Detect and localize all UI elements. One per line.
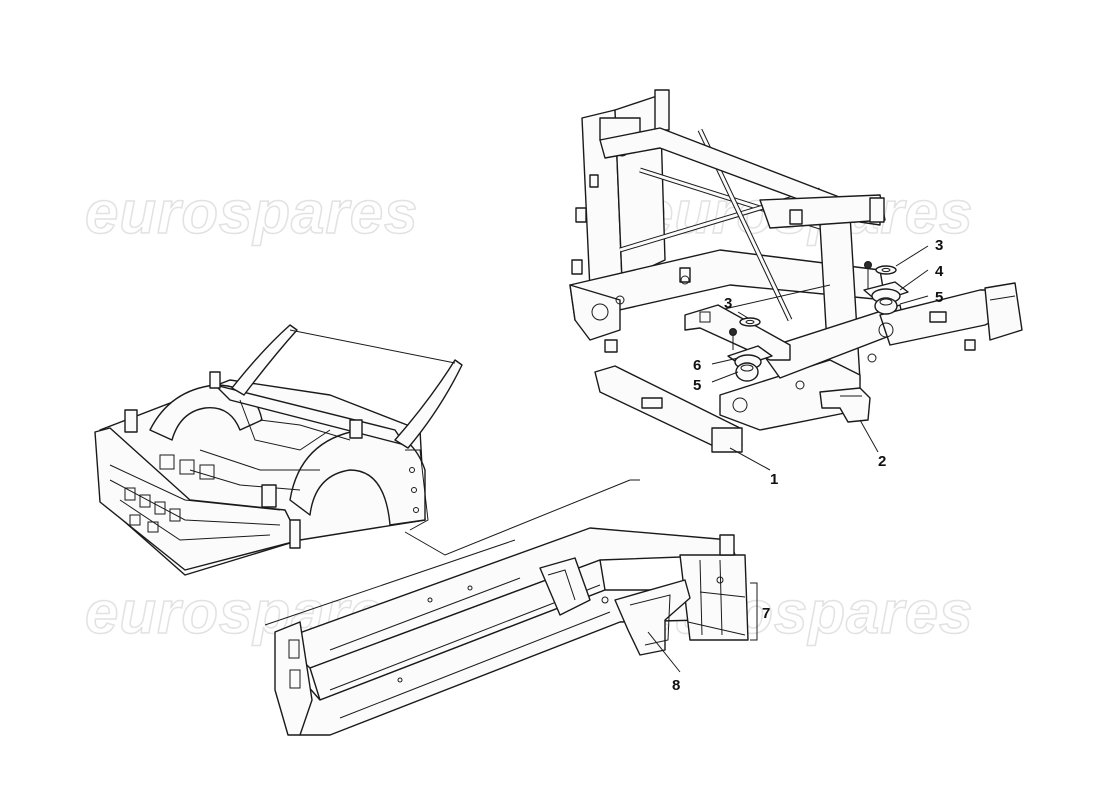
reinforcement-plate — [614, 579, 691, 656]
leader-lines — [647, 245, 929, 673]
callout-1: 1 — [770, 471, 778, 488]
rear-subframe — [569, 89, 1023, 431]
explode-line-body — [404, 479, 631, 556]
callout-7: 7 — [762, 605, 770, 622]
callout-4: 4 — [935, 263, 944, 280]
watermark-top-left: eurospares — [84, 178, 419, 247]
explode-line-member — [264, 539, 516, 626]
callout-3-right: 3 — [935, 237, 943, 254]
callout-8: 8 — [672, 677, 680, 694]
front-body-shell — [94, 324, 463, 576]
callout-6: 6 — [693, 357, 701, 374]
crossmember-rear — [819, 387, 871, 423]
engine-mount-left — [727, 317, 773, 382]
side-member — [274, 527, 749, 736]
callout-2: 2 — [878, 453, 886, 470]
callout-5-center: 5 — [693, 377, 701, 394]
mount-bracket — [684, 304, 791, 361]
engine-mount-right — [863, 261, 909, 315]
callout-5-right: 5 — [935, 289, 943, 306]
callout-3-center: 3 — [724, 295, 732, 312]
crossmember-front — [594, 365, 743, 453]
